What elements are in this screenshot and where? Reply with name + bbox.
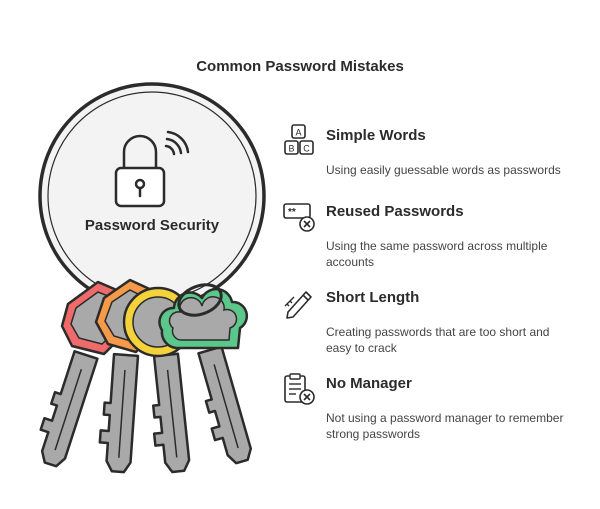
key-blade-3 [151,352,191,474]
wifi-signal-icon [164,130,190,156]
key-link-ring [177,283,223,317]
clipboard-x-icon [284,373,315,405]
item-heading: No Manager [326,375,412,392]
letter-b: B [288,144,294,154]
item-description: Not using a password manager to remember… [326,411,564,441]
pencil-ruler-icon [284,291,312,319]
item-heading: Reused Passwords [326,203,464,220]
center-label: Password Security [84,217,220,234]
item-description: Creating passwords that are too short an… [326,325,550,355]
abc-blocks-icon: A B C [284,124,314,155]
asterisks: ** [288,207,296,218]
key-head-green [158,287,249,350]
key-blade-2 [98,352,140,474]
item-description: Using the same password across multiple … [326,239,548,269]
letter-c: C [303,144,310,154]
password-field-x-icon: ** [283,203,315,232]
key-blade-4 [197,345,253,465]
padlock-icon [114,134,166,208]
item-heading: Simple Words [326,127,426,144]
letter-a: A [295,128,301,138]
diagram-title: Common Password Mistakes [196,58,404,75]
key-blades [39,345,253,474]
item-description: Using easily guessable words as password… [326,163,561,177]
key-blade-1 [39,350,99,468]
item-heading: Short Length [326,289,420,306]
